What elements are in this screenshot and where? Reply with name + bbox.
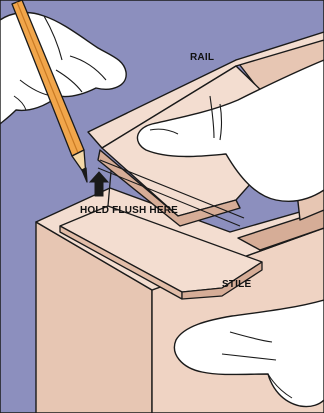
- hold-flush-label: HOLD FLUSH HERE: [80, 205, 178, 216]
- stile-label: STILE: [222, 279, 251, 290]
- rail-label: RAIL: [190, 52, 214, 63]
